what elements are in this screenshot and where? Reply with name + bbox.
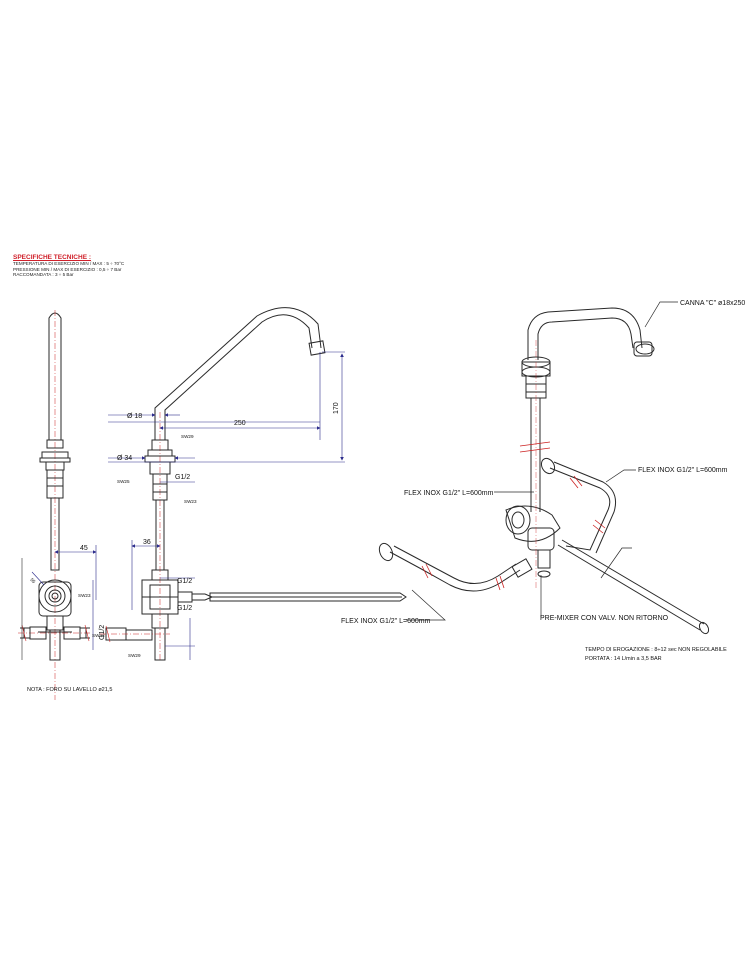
callout-flex-left-top: FLEX INOX G1/2" L=600mm [404,490,494,497]
label-sw23-side: SW23 [78,593,91,598]
note-tempo: TEMPO DI EROGAZIONE : 8÷12 sec NON REGOL… [585,647,727,653]
front-view [100,307,407,661]
dim-55: 55 [29,577,36,584]
callout-premixer: PRE-MIXER CON VALV. NON RITORNO [540,615,669,622]
front-view-dimensions [108,351,345,660]
side-view [18,310,92,700]
dim-g12-front-top: G1/2 [175,474,190,481]
dim-45: 45 [80,545,88,552]
technical-specs: SPECIFICHE TECNICHE : TEMPERATURA DI ESE… [13,254,124,277]
specs-recommended: RACCOMANDATA : 3 ÷ 5 Bar [13,272,74,278]
dim-250: 250 [234,420,246,427]
note-portata: PORTATA : 14 L/min a 3,5 BAR [585,656,662,662]
dim-g12-side: G1/2 [99,625,106,640]
dim-36: 36 [143,539,151,546]
dim-d18: Ø 18 [127,413,142,420]
callout-flex-right: FLEX INOX G1/2" L=600mm [638,467,728,474]
label-sw29-front: SW29 [181,434,194,439]
specs-pressure: PRESSIONE MIN / MAX DI ESERCIZIO : 0,5 ÷… [13,266,122,272]
callout-leaders [406,301,678,621]
dim-g12-front-low: G1/2 [177,605,192,612]
dim-d34: Ø 34 [117,455,132,462]
label-sw29-front-bottom: SW29 [128,653,141,658]
specs-temperature: TEMPERATURA DI ESERCIZIO MIN / MAX : 5 ÷… [13,261,125,267]
isometric-view [378,307,710,635]
label-sw23-front: SW23 [184,499,197,504]
callout-flex-left-bottom: FLEX INOX G1/2" L=600mm [341,618,431,625]
dim-170: 170 [333,402,340,414]
dim-g12-front-mid: G1/2 [177,578,192,585]
isometric-break-marks [421,340,606,591]
label-sw25: SW25 [117,479,130,484]
side-view-dimensions [21,545,97,660]
label-sw23-side-bottom: SW23 [92,633,105,638]
callout-canna: CANNA "C" ø18x250 [680,300,745,307]
specs-title: SPECIFICHE TECNICHE : [13,254,92,261]
note-foro: NOTA : FORO SU LAVELLO ø21,5 [27,687,112,693]
